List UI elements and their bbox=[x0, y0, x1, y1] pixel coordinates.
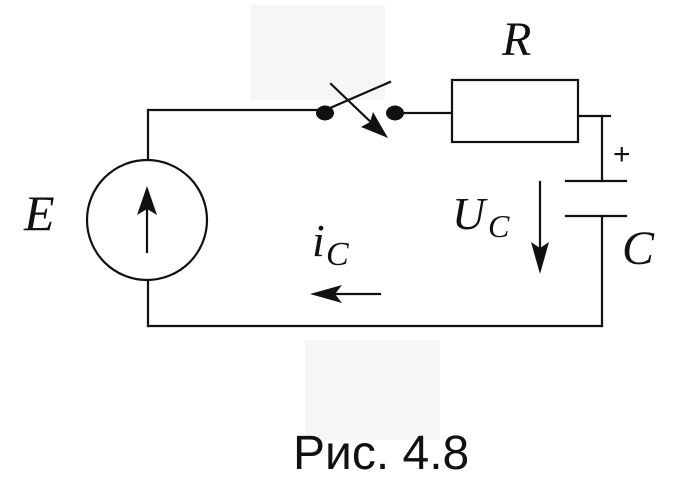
capacitor bbox=[564, 179, 628, 218]
switch-action-arrow-shaft bbox=[329, 82, 378, 129]
resistor bbox=[450, 78, 580, 144]
capacitor-voltage-subscript: C bbox=[488, 208, 510, 244]
switch bbox=[316, 80, 404, 138]
capacitor-voltage-label: U bbox=[452, 188, 488, 239]
source-arrow-head bbox=[137, 186, 157, 215]
voltage-arrow-head bbox=[531, 242, 549, 274]
capacitor-label: C bbox=[622, 222, 655, 275]
voltage-source bbox=[85, 158, 209, 282]
resistor-label: R bbox=[501, 13, 531, 66]
figure-caption: Рис. 4.8 bbox=[293, 427, 469, 480]
capacitor-voltage-arrow bbox=[531, 180, 549, 274]
background-patch-bottom bbox=[305, 340, 440, 440]
switch-contact-right bbox=[386, 105, 404, 121]
current-arrow bbox=[310, 285, 382, 303]
switch-blade bbox=[328, 80, 392, 110]
current-label: i bbox=[312, 215, 325, 266]
background-patch-top bbox=[250, 5, 385, 100]
current-arrow-head bbox=[310, 285, 342, 303]
current-subscript: C bbox=[326, 236, 349, 273]
switch-action-arrow-head bbox=[361, 112, 388, 138]
source-label: E bbox=[23, 185, 55, 241]
capacitor-polarity-label: + bbox=[613, 138, 631, 171]
wires bbox=[146, 108, 612, 328]
